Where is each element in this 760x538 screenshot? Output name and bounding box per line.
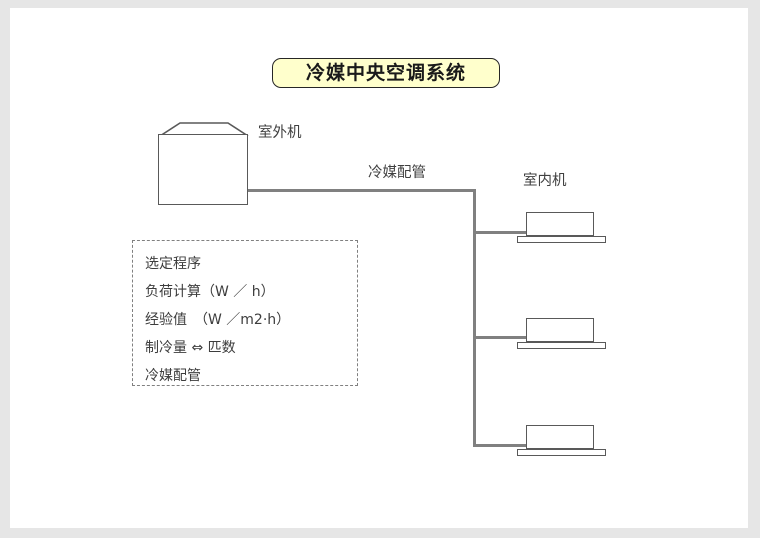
indoor-unit-3-body [526, 425, 594, 449]
note-line-4: 制冷量 ⇔ 匹数 [145, 340, 236, 356]
note-line-1: 选定程序 [145, 256, 201, 272]
diagram-title-box: 冷媒中央空调系统 [272, 58, 500, 88]
diagram-title-text: 冷媒中央空调系统 [305, 61, 466, 84]
note-line-3: 经验值 （W ／m2·h） [145, 312, 291, 328]
outdoor-unit-label: 室外机 [258, 125, 302, 141]
indoor-unit-2-body [526, 318, 594, 342]
slide-page: 冷媒中央空调系统 室外机 冷媒配管 室内机 选定程序 [10, 8, 748, 528]
indoor-unit-label: 室内机 [523, 173, 567, 189]
pipe-main-horizontal [248, 189, 476, 192]
indoor-unit-1-body [526, 212, 594, 236]
note-line-5: 冷媒配管 [145, 368, 201, 384]
pipe-riser-vertical [473, 189, 476, 447]
indoor-unit-2-base [517, 342, 606, 349]
pipe-branch-1 [473, 231, 529, 234]
note-line-2: 负荷计算（W ／ h） [145, 284, 275, 300]
indoor-unit-3-base [517, 449, 606, 456]
refrigerant-piping-label: 冷媒配管 [368, 165, 426, 181]
pipe-branch-2 [473, 336, 529, 339]
pipe-branch-3 [473, 444, 529, 447]
outdoor-unit-body [158, 134, 248, 205]
outdoor-unit-handle [158, 121, 250, 137]
selection-procedure-note-box: 选定程序 负荷计算（W ／ h） 经验值 （W ／m2·h） 制冷量 ⇔ 匹数 … [132, 240, 358, 386]
indoor-unit-1-base [517, 236, 606, 243]
